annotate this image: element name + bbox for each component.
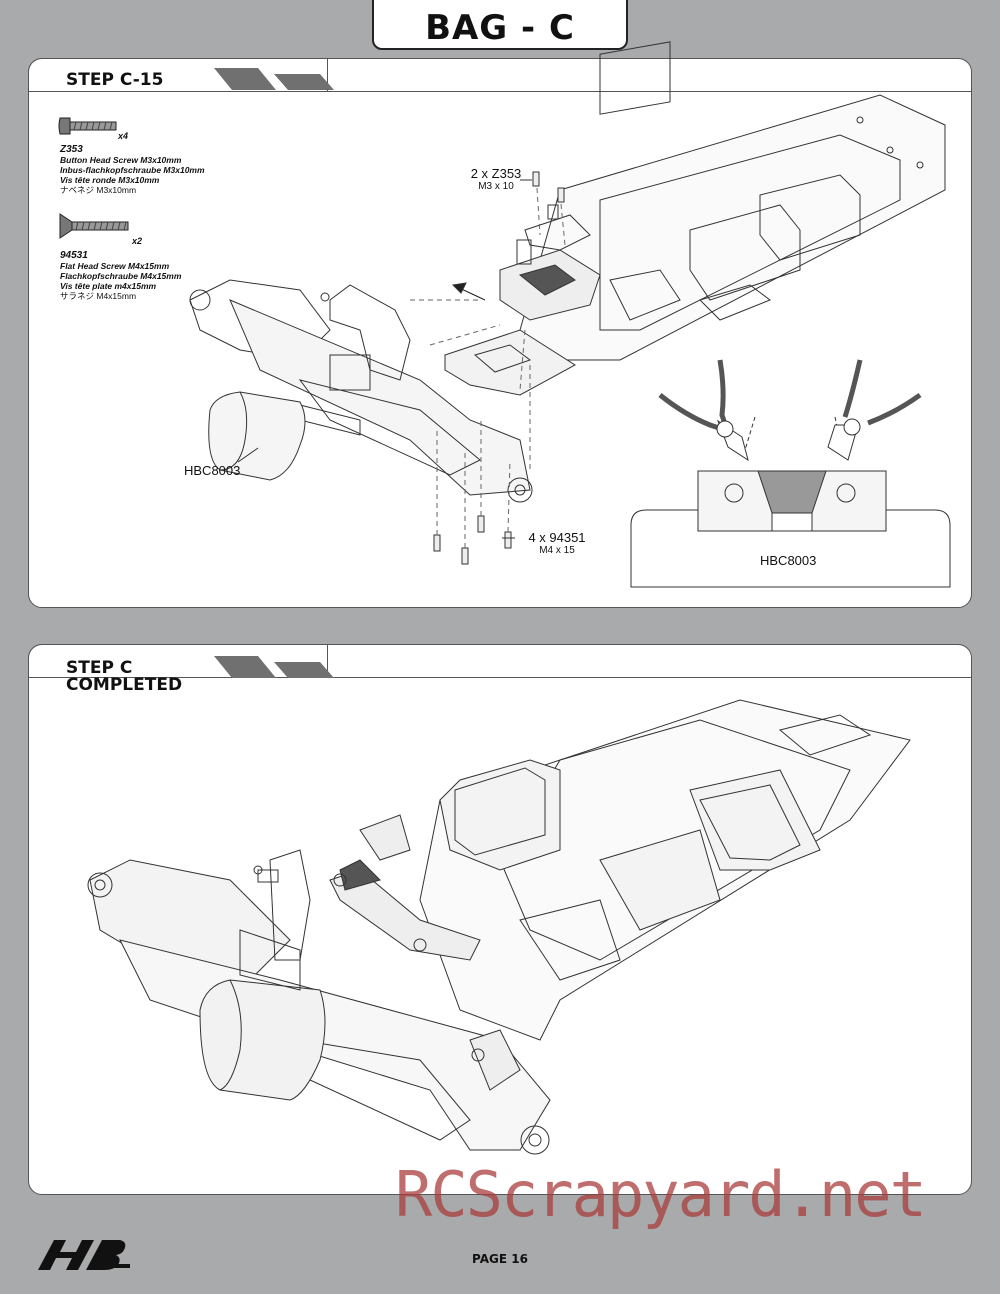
callout-size: M4 x 15 xyxy=(539,545,575,556)
page-number: PAGE 16 xyxy=(472,1252,528,1266)
step-c-completed-title-line1: STEP C xyxy=(66,658,133,678)
bag-header-tab: BAG - C xyxy=(372,0,628,50)
callout-qty: 2 x Z353 xyxy=(470,166,522,181)
watermark-text: RCScrapyard.net xyxy=(395,1158,927,1231)
part-desc-jp: サラネジ M4x15mm xyxy=(60,291,137,301)
part-desc-en: Flat Head Screw M4x15mm xyxy=(60,261,170,271)
detail-part-label: HBC8003 xyxy=(760,553,817,568)
body-part-label: HBC8003 xyxy=(184,463,241,478)
step-c-completed-stripes xyxy=(214,656,334,678)
step-c15-title: STEP C-15 xyxy=(66,70,164,90)
part-desc-fr: Vis tête plate m4x15mm xyxy=(60,281,157,291)
part-qty: x2 xyxy=(132,236,143,246)
lower-screw-callout: 4 x 94351 M4 x 15 xyxy=(520,530,594,556)
part-desc-de: Inbus-flachkopfschraube M3x10mm xyxy=(60,165,205,175)
step-c-completed-header-bar xyxy=(28,644,328,678)
part-94531-info: 94531 Flat Head Screw M4x15mm Flachkopfs… xyxy=(60,250,182,302)
flat-head-screw-icon xyxy=(59,213,129,239)
step-c15-header-rule xyxy=(29,91,971,92)
part-desc-de: Flachkopfschraube M4x15mm xyxy=(60,271,182,281)
part-desc-en: Button Head Screw M3x10mm xyxy=(60,155,182,165)
part-number: 94531 xyxy=(60,250,88,261)
upper-screw-callout: 2 x Z353 M3 x 10 xyxy=(466,166,526,192)
bag-title: BAG - C xyxy=(425,8,575,48)
button-head-screw-icon xyxy=(58,117,117,135)
step-c-completed-title-line2: COMPLETED xyxy=(66,675,183,695)
callout-qty: 4 x 94351 xyxy=(528,530,586,545)
part-desc-jp: ナベネジ M3x10mm xyxy=(60,185,137,195)
trim-detail-drawing xyxy=(630,359,951,588)
hb-logo xyxy=(38,1240,130,1270)
part-z353-info: Z353 Button Head Screw M3x10mm Inbus-fla… xyxy=(60,144,205,196)
step-c-completed-header-rule xyxy=(29,677,971,678)
step-c15-stripes xyxy=(214,68,334,90)
part-qty: x4 xyxy=(118,131,129,141)
completed-chassis-drawing xyxy=(87,699,911,1155)
part-number: Z353 xyxy=(60,144,83,155)
callout-size: M3 x 10 xyxy=(478,181,514,192)
part-desc-fr: Vis tête ronde M3x10mm xyxy=(60,175,160,185)
step-c15-assembly-drawing xyxy=(189,41,946,565)
